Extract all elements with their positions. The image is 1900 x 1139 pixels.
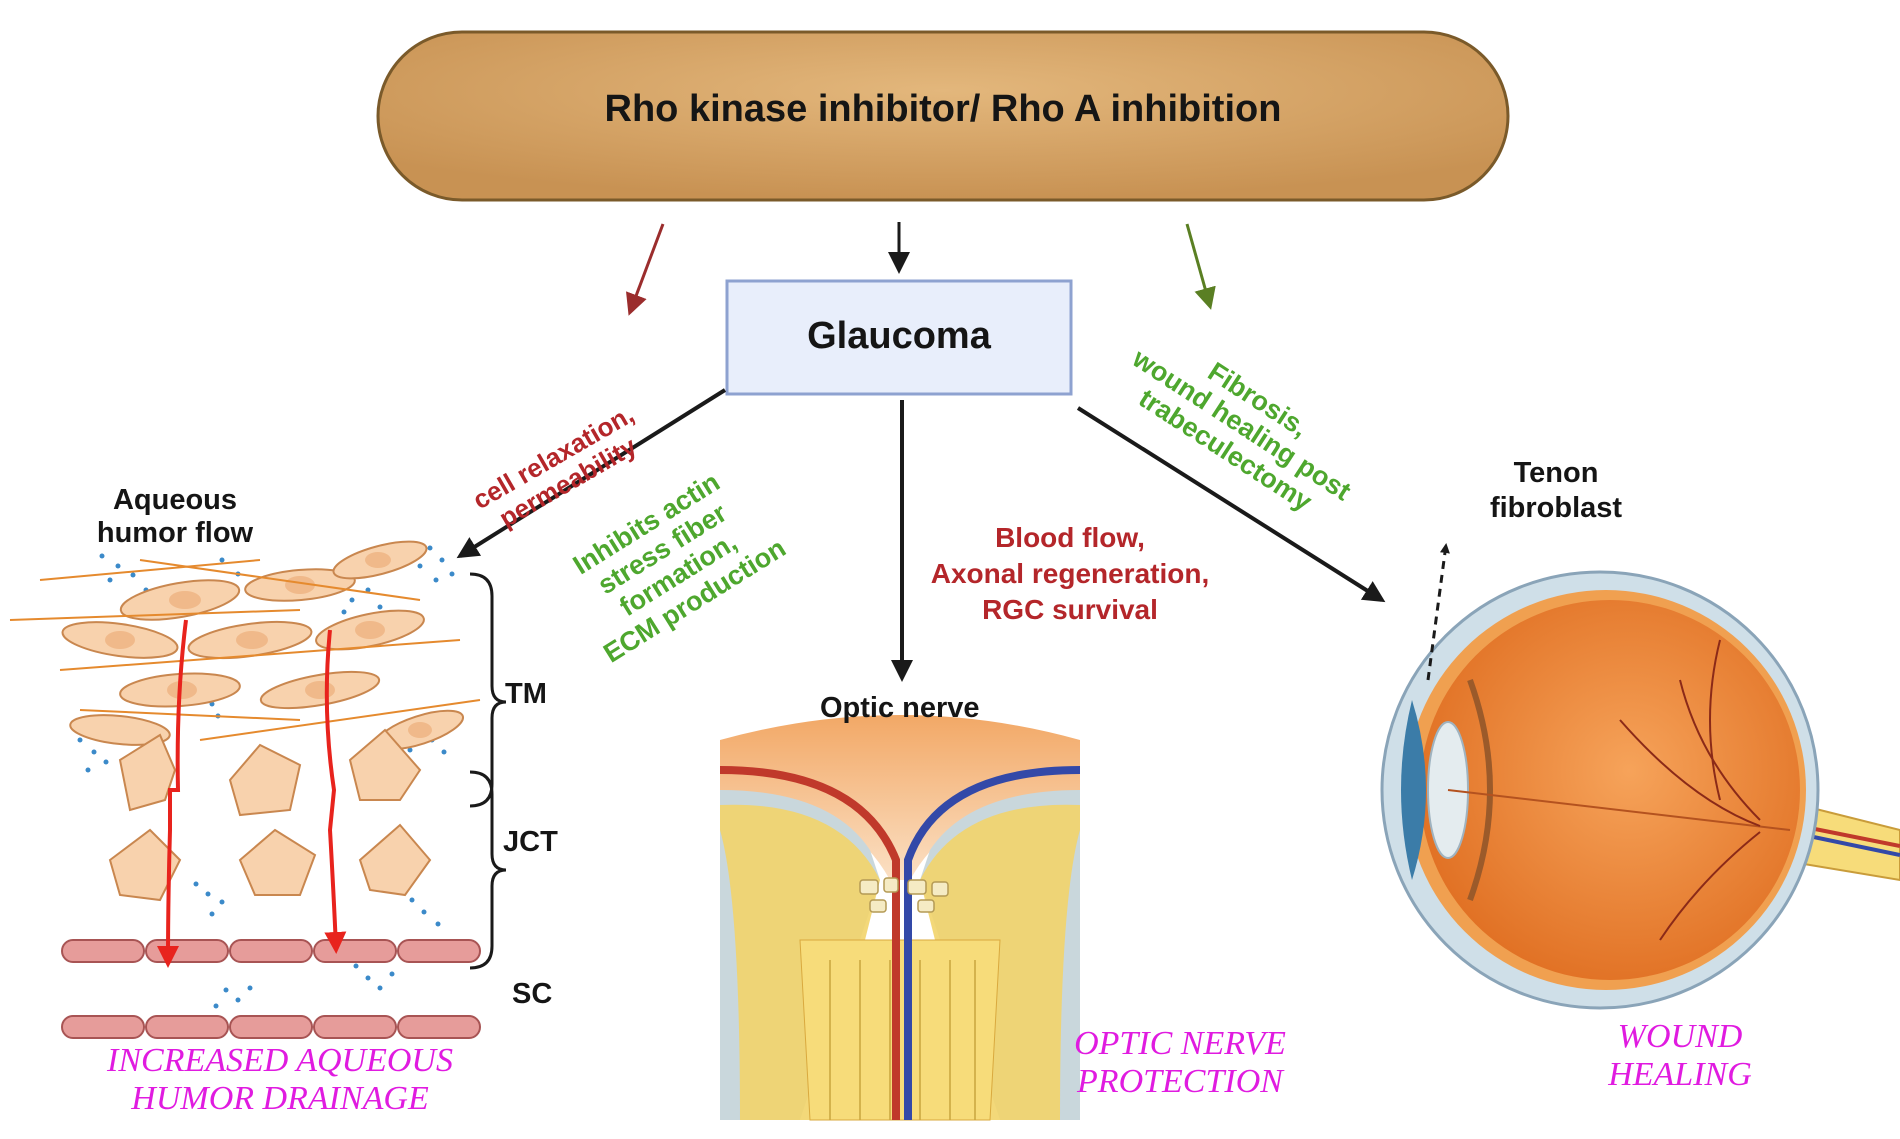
middle-outcome-line1: OPTIC NERVE [1074, 1025, 1286, 1062]
right-outcome-line1: WOUND [1617, 1018, 1743, 1055]
arrow-capsule-to-right [1185, 223, 1216, 310]
left-outcome: INCREASED AQUEOUS HUMOR DRAINAGE [60, 1042, 500, 1118]
right-outcome-line2: HEALING [1608, 1056, 1752, 1094]
tenon-fibroblast-label: Tenon fibroblast [1436, 456, 1676, 526]
trabecular-meshwork-illustration [9, 540, 507, 1039]
middle-effect-line3: RGC survival [982, 593, 1158, 625]
middle-effect-line1: Blood flow, [995, 522, 1145, 553]
capsule-title: Rho kinase inhibitor/ Rho A inhibition [604, 88, 1282, 130]
optic-nerve-label: Optic nerve [820, 692, 980, 724]
glaucoma-label: Glaucoma [807, 315, 991, 357]
eye-illustration [1380, 543, 1900, 1010]
arrow-capsule-to-left [626, 223, 665, 316]
drainage-arrow-right [324, 629, 347, 954]
left-outcome-line2: HUMOR DRAINAGE [131, 1080, 429, 1118]
middle-outcome: OPTIC NERVE PROTECTION [1030, 1025, 1330, 1101]
optic-nerve-illustration [719, 715, 1081, 1121]
glaucoma-box [725, 279, 1073, 396]
tm-label: TM [505, 678, 547, 710]
middle-effect-red: Blood flow, Axonal regeneration, RGC sur… [890, 520, 1250, 627]
aqueous-flow-line1: Aqueous [112, 484, 238, 516]
tenon-label-line2: fibroblast [1489, 491, 1623, 524]
middle-effect-line2: Axonal regeneration, [930, 557, 1210, 589]
aqueous-flow-label: Aqueous humor flow [70, 484, 280, 551]
left-outcome-line1: INCREASED AQUEOUS [107, 1042, 453, 1079]
middle-outcome-line2: PROTECTION [1077, 1063, 1283, 1101]
tenon-label-line1: Tenon [1513, 457, 1599, 489]
arrow-glaucoma-to-eye [1076, 406, 1386, 603]
drainage-arrow-left [157, 619, 188, 968]
arrow-glaucoma-to-tm [456, 388, 727, 559]
right-outcome: WOUND HEALING [1570, 1018, 1790, 1094]
rho-inhibitor-capsule [376, 30, 1510, 202]
jct-label: JCT [503, 826, 558, 858]
sc-label: SC [512, 978, 553, 1010]
tenon-fibroblast-pointer [1426, 543, 1450, 681]
jct-brace [469, 770, 507, 970]
aqueous-flow-line2: humor flow [96, 517, 254, 550]
